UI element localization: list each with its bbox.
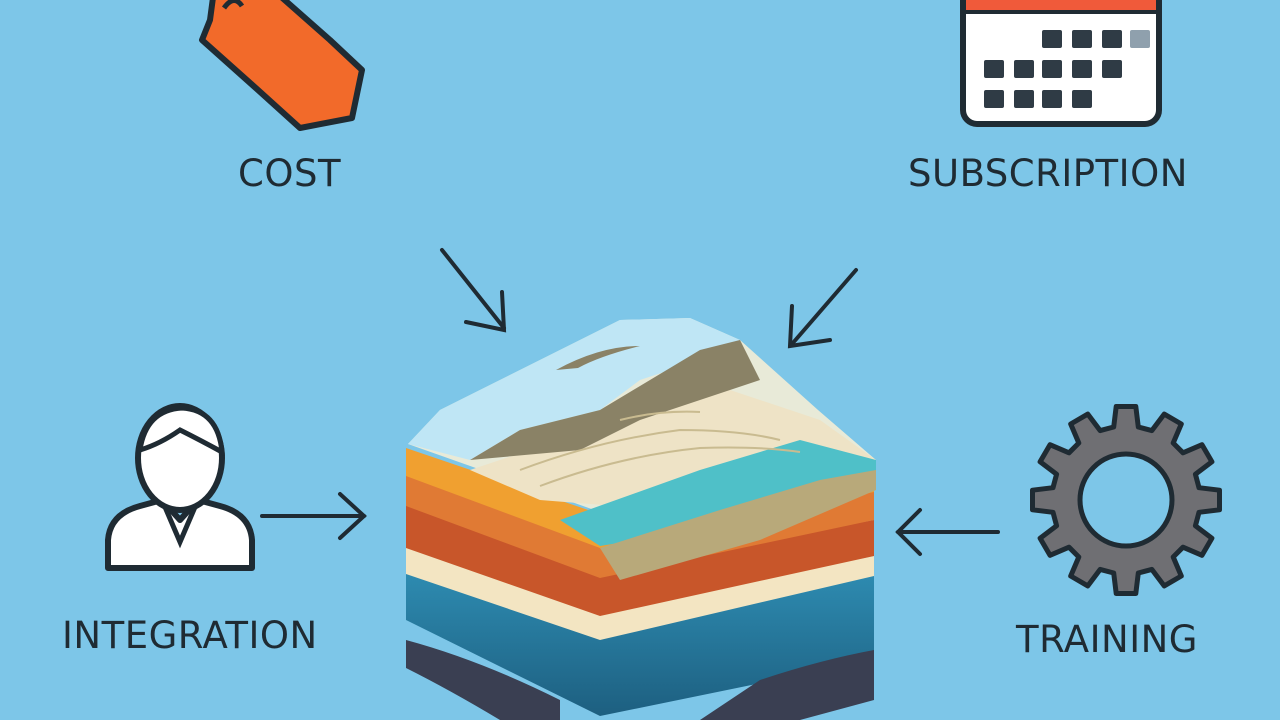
arrow-integration-to-center [260, 492, 367, 540]
arrow-subscription-to-center [787, 268, 858, 349]
arrow-training-to-center [895, 508, 1000, 556]
terrain-block-illustration [406, 318, 876, 720]
subscription-label: SUBSCRIPTION [908, 152, 1188, 195]
user-icon [105, 403, 255, 571]
gear-icon [1030, 404, 1222, 596]
training-label: TRAINING [1016, 618, 1198, 661]
calendar-icon [960, 0, 1162, 127]
price-tag-icon [199, 0, 365, 131]
integration-label: INTEGRATION [62, 614, 318, 657]
gear-hole [1077, 451, 1175, 549]
arrow-cost-to-center [440, 248, 507, 333]
cost-label: COST [238, 152, 342, 195]
